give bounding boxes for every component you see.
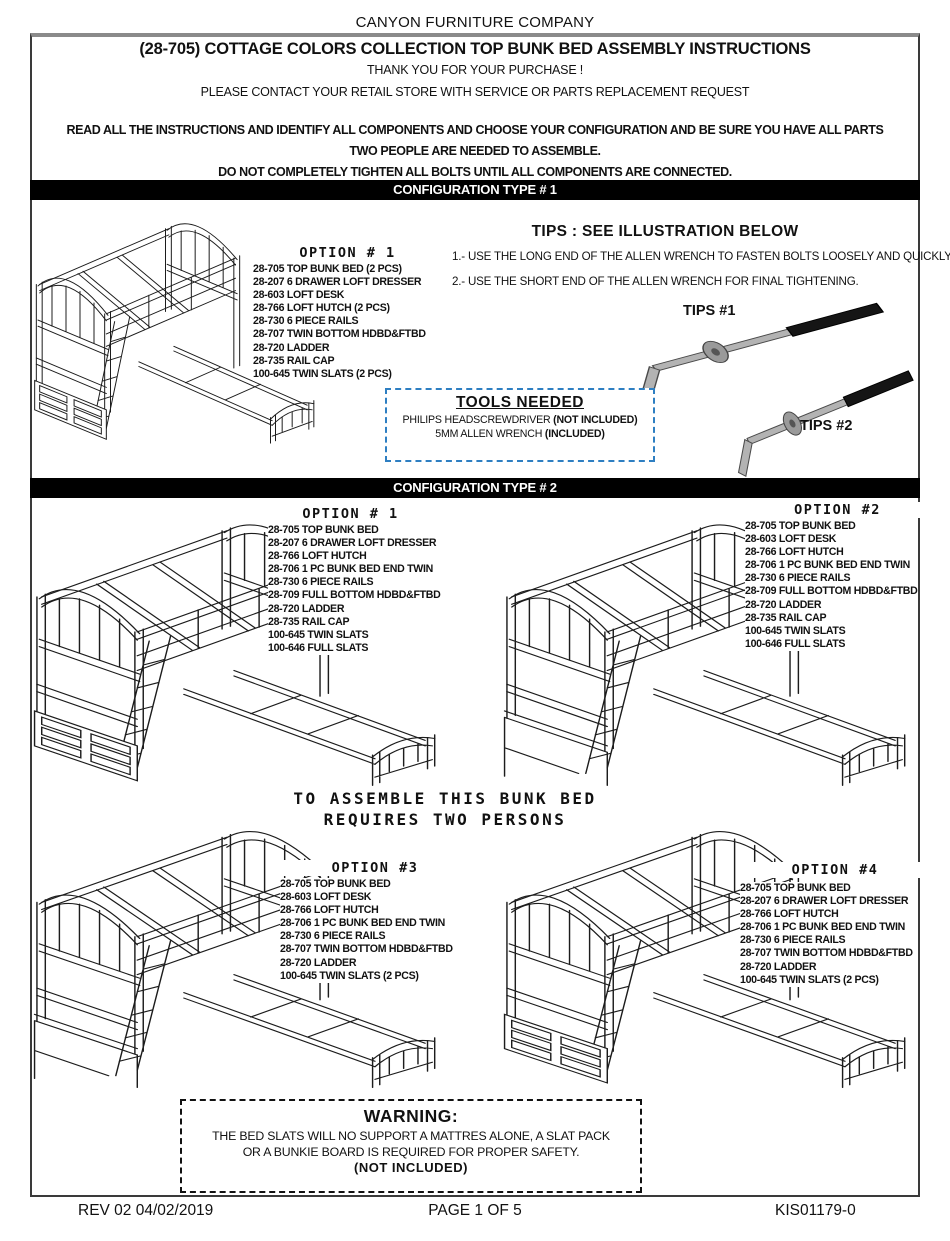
allen-wrench-icon — [737, 370, 914, 477]
config1-parts-list: 28-705 TOP BUNK BED (2 PCS) 28-207 6 DRA… — [253, 263, 426, 381]
tool-item-note: (INCLUDED) — [544, 428, 605, 440]
part-item: 28-706 1 PC BUNK BED END TWIN — [280, 917, 445, 930]
warning-line2: OR A BUNKIE BOARD IS REQUIRED FOR PROPER… — [242, 1145, 580, 1159]
part-item: 28-705 TOP BUNK BED — [745, 520, 856, 532]
part-item: 28-766 LOFT HUTCH — [745, 546, 844, 559]
two-persons-note-line1: TO ASSEMBLE THIS BUNK BED — [293, 789, 597, 808]
option4-title: OPTION #4 — [740, 862, 930, 878]
part-item: 28-706 1 PC BUNK BED END TWIN — [268, 563, 433, 576]
part-item: 100-646 FULL SLATS — [745, 637, 846, 650]
part-item: 28-706 1 PC BUNK BED END TWIN — [740, 921, 905, 934]
tips1-label: TIPS #1 — [683, 303, 736, 319]
part-item: 28-735 RAIL CAP — [253, 354, 335, 367]
footer-revision: REV 02 04/02/2019 — [78, 1202, 214, 1219]
part-item: 28-709 FULL BOTTOM HDBD&FTBD — [745, 585, 918, 598]
option3-title: OPTION #3 — [280, 860, 470, 876]
part-item: 28-707 TWIN BOTTOM HDBD&FTBD — [280, 943, 453, 956]
footer-page-number: PAGE 1 OF 5 — [428, 1202, 522, 1219]
part-item: 28-735 RAIL CAP — [268, 615, 350, 628]
part-item: 28-730 6 PIECE RAILS — [268, 576, 374, 589]
config2-header-bar: CONFIGURATION TYPE # 2 — [30, 478, 920, 498]
part-item: 28-705 TOP BUNK BED (2 PCS) — [253, 263, 402, 275]
part-item: 28-705 TOP BUNK BED — [280, 878, 391, 890]
part-item: 28-766 LOFT HUTCH — [268, 550, 367, 563]
part-item: 28-207 6 DRAWER LOFT DRESSER — [268, 537, 437, 550]
part-item: 28-766 LOFT HUTCH (2 PCS) — [253, 302, 390, 315]
part-item: 28-735 RAIL CAP — [745, 611, 827, 624]
warning-not-included: (NOT INCLUDED) — [354, 1160, 468, 1175]
part-item: 28-730 6 PIECE RAILS — [740, 934, 846, 947]
tools-needed-box: TOOLS NEEDED PHILIPS HEADSCREWDRIVER (NO… — [385, 388, 655, 462]
part-item: 28-705 TOP BUNK BED — [268, 524, 379, 536]
config1-option-title: OPTION # 1 — [250, 245, 445, 261]
part-item: 28-720 LADDER — [268, 602, 345, 615]
tip-line-1: 1.- USE THE LONG END OF THE ALLEN WRENCH… — [452, 250, 950, 263]
tips-heading: TIPS : SEE ILLUSTRATION BELOW — [531, 223, 799, 240]
thanks-line: THANK YOU FOR YOUR PURCHASE ! — [367, 63, 583, 77]
part-item: 28-207 6 DRAWER LOFT DRESSER — [253, 276, 422, 289]
part-item: 100-645 TWIN SLATS (2 PCS) — [253, 367, 392, 380]
config1-header-bar: CONFIGURATION TYPE # 1 — [30, 180, 920, 200]
part-item: 100-645 TWIN SLATS (2 PCS) — [740, 973, 879, 986]
part-item: 28-730 6 PIECE RAILS — [745, 572, 851, 585]
part-item: 28-705 TOP BUNK BED — [740, 882, 851, 894]
part-item: 100-645 TWIN SLATS (2 PCS) — [280, 969, 419, 982]
part-item: 28-720 LADDER — [253, 341, 330, 354]
part-item: 28-730 6 PIECE RAILS — [280, 930, 386, 943]
part-item: 28-707 TWIN BOTTOM HDBD&FTBD — [253, 328, 426, 341]
part-item: 28-720 LADDER — [740, 960, 817, 973]
warning-line1: THE BED SLATS WILL NO SUPPORT A MATTRES … — [212, 1129, 610, 1143]
option1-title: OPTION # 1 — [258, 506, 443, 522]
part-item: 28-707 TWIN BOTTOM HDBD&FTBD — [740, 947, 913, 960]
notice-read-all: READ ALL THE INSTRUCTIONS AND IDENTIFY A… — [66, 123, 884, 137]
part-item: 100-646 FULL SLATS — [268, 641, 369, 654]
notice-two-people: TWO PEOPLE ARE NEEDED TO ASSEMBLE. — [349, 144, 601, 158]
part-item: 28-603 LOFT DESK — [253, 289, 345, 302]
option1-parts-list: 28-705 TOP BUNK BED 28-207 6 DRAWER LOFT… — [268, 524, 441, 655]
tools-title: TOOLS NEEDED — [455, 394, 584, 411]
tool-item-text: 5MM ALLEN WRENCH — [435, 428, 545, 440]
part-item: 28-603 LOFT DESK — [745, 533, 837, 546]
part-item: 28-709 FULL BOTTOM HDBD&FTBD — [268, 589, 441, 602]
footer-doc-code: KIS01179-0 — [775, 1202, 856, 1219]
warning-title: WARNING: — [363, 1106, 459, 1126]
part-item: 28-603 LOFT DESK — [280, 891, 372, 904]
tool-item-screwdriver: PHILIPS HEADSCREWDRIVER (NOT INCLUDED) — [387, 414, 653, 426]
part-item: 100-645 TWIN SLATS — [268, 628, 369, 641]
option3-parts-list: 28-705 TOP BUNK BED 28-603 LOFT DESK 28-… — [280, 878, 453, 983]
part-item: 28-766 LOFT HUTCH — [740, 908, 839, 921]
part-item: 28-720 LADDER — [280, 956, 357, 969]
company-name: CANYON FURNITURE COMPANY — [355, 14, 595, 31]
option4-parts-list: 28-705 TOP BUNK BED 28-207 6 DRAWER LOFT… — [740, 882, 913, 987]
part-item: 100-645 TWIN SLATS — [745, 624, 846, 637]
two-persons-note: TO ASSEMBLE THIS BUNK BED REQUIRES TWO P… — [165, 788, 725, 830]
notice-tighten: DO NOT COMPLETELY TIGHTEN ALL BOLTS UNTI… — [218, 165, 732, 179]
option2-title: OPTION #2 — [745, 502, 930, 518]
page-border — [30, 33, 920, 1197]
part-item: 28-706 1 PC BUNK BED END TWIN — [745, 559, 910, 572]
tool-item-allen-wrench: 5MM ALLEN WRENCH (INCLUDED) — [387, 428, 653, 440]
tips2-label: TIPS #2 — [800, 418, 853, 434]
tip-line-2: 2.- USE THE SHORT END OF THE ALLEN WRENC… — [452, 275, 859, 288]
two-persons-note-line2: REQUIRES TWO PERSONS — [323, 810, 567, 829]
option2-parts-list: 28-705 TOP BUNK BED 28-603 LOFT DESK 28-… — [745, 520, 918, 651]
part-item: 28-766 LOFT HUTCH — [280, 904, 379, 917]
document-title: (28-705) COTTAGE COLORS COLLECTION TOP B… — [139, 40, 811, 58]
warning-box: WARNING: THE BED SLATS WILL NO SUPPORT A… — [180, 1099, 642, 1193]
tool-item-text: PHILIPS HEADSCREWDRIVER — [402, 414, 554, 426]
part-item: 28-207 6 DRAWER LOFT DRESSER — [740, 895, 909, 908]
part-item: 28-730 6 PIECE RAILS — [253, 315, 359, 328]
tool-item-note: (NOT INCLUDED) — [553, 414, 638, 426]
contact-line: PLEASE CONTACT YOUR RETAIL STORE WITH SE… — [200, 85, 750, 99]
part-item: 28-720 LADDER — [745, 598, 822, 611]
